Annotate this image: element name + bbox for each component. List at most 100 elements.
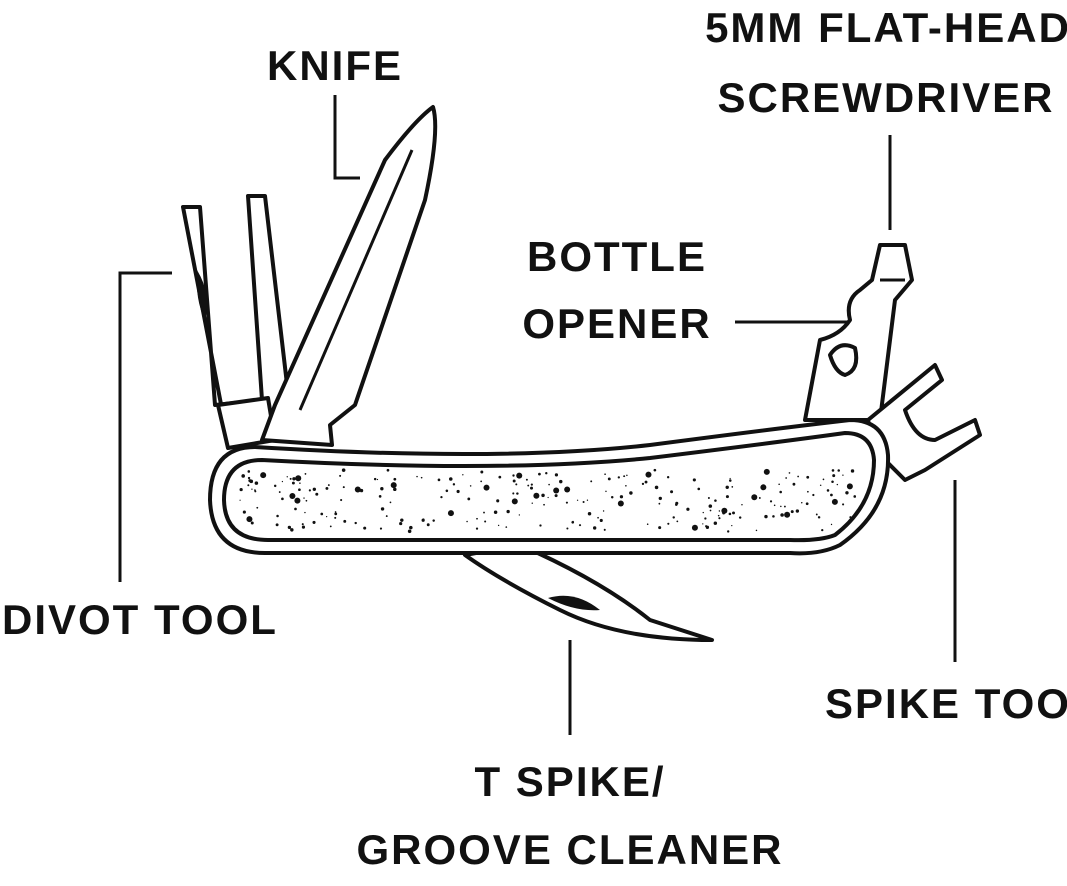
speckle	[653, 468, 657, 472]
speckle	[247, 484, 250, 487]
speckle	[250, 521, 254, 525]
speckle	[291, 481, 295, 485]
speckle	[392, 484, 395, 486]
speckle	[440, 496, 443, 499]
speckle	[308, 489, 311, 492]
label-screwdriver-2: SCREWDRIVER	[717, 74, 1054, 121]
speckle	[670, 490, 674, 494]
speckle	[466, 520, 468, 523]
speckle	[530, 486, 534, 490]
speckle	[644, 480, 648, 484]
speckle	[380, 487, 384, 491]
speckle	[853, 495, 857, 498]
speckle	[541, 493, 545, 498]
speckle	[432, 519, 435, 522]
speckle	[289, 477, 292, 480]
speckle	[722, 511, 726, 515]
speckle	[666, 476, 670, 479]
speckle	[315, 492, 319, 496]
label-screwdriver-1: 5MM FLAT-HEAD	[705, 4, 1067, 51]
speckle	[394, 484, 397, 486]
speckle	[376, 478, 379, 481]
speckle	[480, 480, 483, 483]
speckle	[758, 497, 761, 499]
speckle	[705, 525, 708, 528]
speckle	[845, 491, 849, 495]
speckle	[295, 475, 302, 482]
speckle	[641, 482, 645, 486]
speckle	[393, 487, 397, 492]
speckle	[506, 509, 510, 514]
speckle	[516, 492, 519, 495]
bottle-opener-screwdriver	[803, 243, 914, 422]
handle	[208, 418, 891, 556]
speckle	[578, 524, 582, 527]
speckle	[817, 516, 821, 519]
speckle	[783, 505, 786, 508]
speckle	[389, 501, 392, 504]
speckle	[493, 510, 498, 514]
speckle	[497, 524, 500, 527]
speckle	[476, 517, 478, 520]
speckle	[304, 473, 307, 475]
speckle	[713, 521, 718, 525]
speckle	[247, 470, 251, 473]
speckle	[278, 491, 281, 494]
speckle	[785, 477, 787, 479]
speckle	[658, 496, 662, 501]
speckle	[251, 488, 253, 490]
speckle	[409, 525, 413, 530]
speckle	[593, 526, 597, 530]
speckle	[610, 496, 614, 499]
speckle	[717, 514, 720, 517]
speckle	[326, 515, 328, 518]
speckle	[301, 523, 304, 526]
speckle	[281, 480, 284, 483]
speckle	[407, 529, 412, 534]
speckle	[741, 504, 743, 506]
speckle	[566, 527, 569, 530]
speckle	[260, 472, 267, 479]
speckle	[334, 516, 337, 519]
speckle	[239, 487, 243, 492]
speckle	[543, 503, 545, 506]
speckle	[545, 472, 548, 475]
speckle	[483, 484, 490, 491]
speckle	[725, 485, 729, 490]
speckle	[849, 516, 852, 519]
speckle	[378, 495, 382, 498]
speckle	[697, 487, 701, 491]
speckle	[815, 513, 818, 516]
speckle	[373, 477, 377, 481]
speckle	[320, 512, 324, 516]
speckle	[842, 503, 845, 506]
speckle	[788, 472, 791, 474]
speckle	[305, 499, 308, 502]
speckle	[287, 525, 292, 530]
speckle	[298, 488, 301, 492]
speckle	[564, 486, 571, 493]
label-divot: DIVOT TOOL	[2, 596, 278, 643]
speckle	[380, 507, 385, 511]
speckle	[790, 510, 794, 514]
speckle	[645, 471, 652, 478]
speckle	[385, 515, 388, 517]
speckle	[386, 468, 390, 472]
speckle	[379, 527, 383, 530]
speckle	[763, 468, 770, 475]
speckle	[812, 493, 815, 497]
speckle	[727, 530, 730, 533]
speckle	[254, 481, 259, 485]
speckle	[531, 502, 533, 504]
speckle	[447, 510, 454, 517]
speckle	[342, 486, 345, 489]
speckle	[842, 474, 844, 476]
speckle	[731, 486, 734, 488]
speckle	[329, 525, 332, 528]
speckle	[704, 517, 707, 520]
speckle	[294, 507, 297, 511]
speckle	[769, 500, 773, 503]
speckle	[832, 474, 836, 478]
speckle	[241, 474, 245, 478]
